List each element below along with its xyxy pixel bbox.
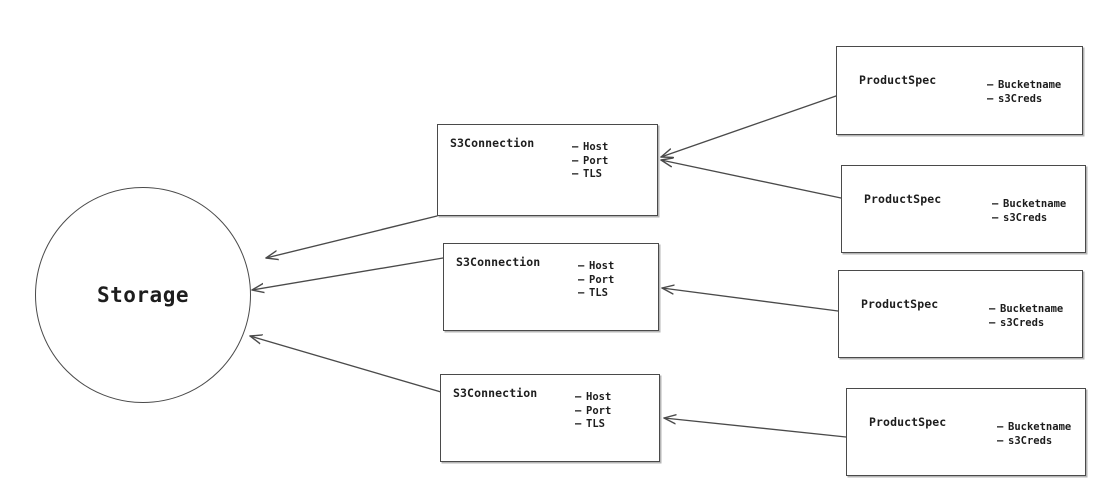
productspec-node-3[interactable]: ProductSpec –Bucketname–s3Creds (838, 270, 1083, 358)
attribute-label: s3Creds (998, 92, 1043, 105)
attribute-dash-icon: – (989, 316, 996, 329)
attribute-dash-icon: – (572, 141, 579, 153)
attribute-row: –Port (578, 274, 614, 288)
attribute-label: Host (589, 260, 615, 272)
edge-ps3-s3c2 (662, 288, 839, 312)
s3connection-node-3-title: S3Connection (453, 386, 538, 400)
attribute-row: –Host (578, 260, 614, 274)
attribute-dash-icon: – (572, 168, 579, 180)
attribute-row: –s3Creds (989, 317, 1063, 331)
attribute-row: –Bucketname (997, 421, 1071, 435)
attribute-row: –TLS (572, 168, 608, 182)
attribute-row: –s3Creds (997, 435, 1071, 449)
attribute-label: s3Creds (1008, 434, 1053, 447)
productspec-node-2[interactable]: ProductSpec –Bucketname–s3Creds (841, 165, 1086, 253)
s3connection-node-2-attributes: –Host–Port–TLS (578, 260, 614, 301)
attribute-label: Bucketname (1003, 198, 1067, 210)
productspec-node-4[interactable]: ProductSpec –Bucketname–s3Creds (846, 388, 1086, 476)
attribute-row: –Bucketname (989, 303, 1063, 317)
attribute-dash-icon: – (572, 154, 579, 167)
productspec-node-1-title: ProductSpec (859, 73, 937, 87)
attribute-label: TLS (589, 287, 608, 299)
storage-node-label: Storage (96, 283, 189, 307)
productspec-node-3-title: ProductSpec (861, 297, 939, 311)
attribute-row: –TLS (575, 418, 611, 432)
productspec-node-2-title: ProductSpec (864, 192, 942, 206)
s3connection-node-3-attributes: –Host–Port–TLS (575, 391, 611, 432)
attribute-dash-icon: – (992, 198, 999, 210)
productspec-node-4-title: ProductSpec (869, 415, 947, 429)
productspec-node-2-attributes: –Bucketname–s3Creds (992, 198, 1066, 225)
attribute-dash-icon: – (989, 303, 996, 315)
attribute-label: TLS (586, 418, 605, 430)
attribute-row: –TLS (578, 287, 614, 301)
productspec-node-4-attributes: –Bucketname–s3Creds (997, 421, 1071, 448)
edge-ps4-s3c3 (664, 418, 847, 438)
attribute-dash-icon: – (997, 421, 1004, 433)
attribute-label: s3Creds (1003, 211, 1048, 224)
attribute-dash-icon: – (987, 79, 994, 91)
attribute-dash-icon: – (987, 92, 994, 105)
s3connection-node-2-title: S3Connection (456, 255, 541, 269)
attribute-label: Port (589, 273, 615, 286)
s3connection-node-2[interactable]: S3Connection –Host–Port–TLS (443, 243, 659, 331)
edge-ps1-s3c1 (661, 95, 837, 157)
attribute-label: Port (583, 154, 609, 167)
attribute-row: –Bucketname (987, 79, 1061, 93)
attribute-label: Bucketname (1000, 303, 1064, 315)
edge-ps2-s3c1 (661, 160, 842, 199)
edge-s3c3-storage (250, 336, 442, 393)
attribute-dash-icon: – (575, 391, 582, 403)
attribute-dash-icon: – (578, 273, 585, 286)
attribute-row: –Port (575, 405, 611, 419)
s3connection-node-3[interactable]: S3Connection –Host–Port–TLS (440, 374, 660, 462)
attribute-dash-icon: – (578, 287, 585, 299)
attribute-dash-icon: – (575, 404, 582, 417)
s3connection-node-1-attributes: –Host–Port–TLS (572, 141, 608, 182)
attribute-label: Host (583, 141, 609, 153)
productspec-node-1-attributes: –Bucketname–s3Creds (987, 79, 1061, 106)
edge-s3c2-storage (252, 257, 444, 290)
s3connection-node-1[interactable]: S3Connection –Host–Port–TLS (437, 124, 658, 216)
attribute-label: TLS (583, 168, 602, 180)
s3connection-node-1-title: S3Connection (450, 136, 535, 150)
attribute-label: Bucketname (998, 79, 1062, 91)
attribute-label: Bucketname (1008, 421, 1072, 433)
attribute-row: –Port (572, 155, 608, 169)
attribute-label: Host (586, 391, 612, 403)
productspec-node-1[interactable]: ProductSpec –Bucketname–s3Creds (836, 46, 1083, 135)
attribute-label: s3Creds (1000, 316, 1045, 329)
edge-s3c1-storage (266, 215, 438, 258)
attribute-dash-icon: – (575, 418, 582, 430)
storage-node[interactable]: Storage (35, 187, 251, 403)
attribute-dash-icon: – (578, 260, 585, 272)
attribute-row: –s3Creds (987, 93, 1061, 107)
productspec-node-3-attributes: –Bucketname–s3Creds (989, 303, 1063, 330)
attribute-row: –Host (575, 391, 611, 405)
attribute-label: Port (586, 404, 612, 417)
attribute-row: –Host (572, 141, 608, 155)
attribute-row: –Bucketname (992, 198, 1066, 212)
attribute-row: –s3Creds (992, 212, 1066, 226)
attribute-dash-icon: – (997, 434, 1004, 447)
attribute-dash-icon: – (992, 211, 999, 224)
